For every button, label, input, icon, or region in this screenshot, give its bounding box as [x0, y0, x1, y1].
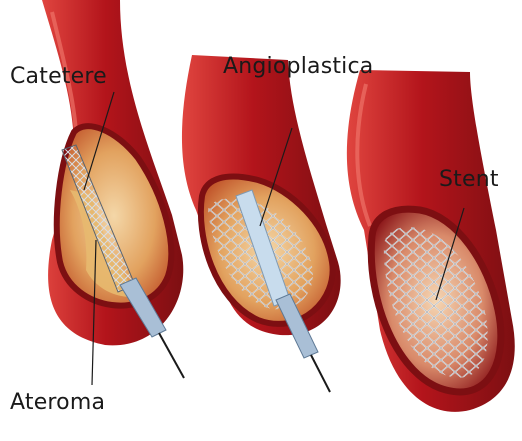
panel-stent	[347, 70, 515, 412]
catheter-label: Catetere	[10, 64, 107, 89]
atheroma-label: Ateroma	[10, 390, 105, 415]
panel-catheter	[42, 0, 184, 385]
stent-label: Stent	[439, 167, 499, 192]
panel-angioplasty	[182, 55, 341, 392]
angioplasty-label: Angioplastica	[223, 54, 373, 79]
